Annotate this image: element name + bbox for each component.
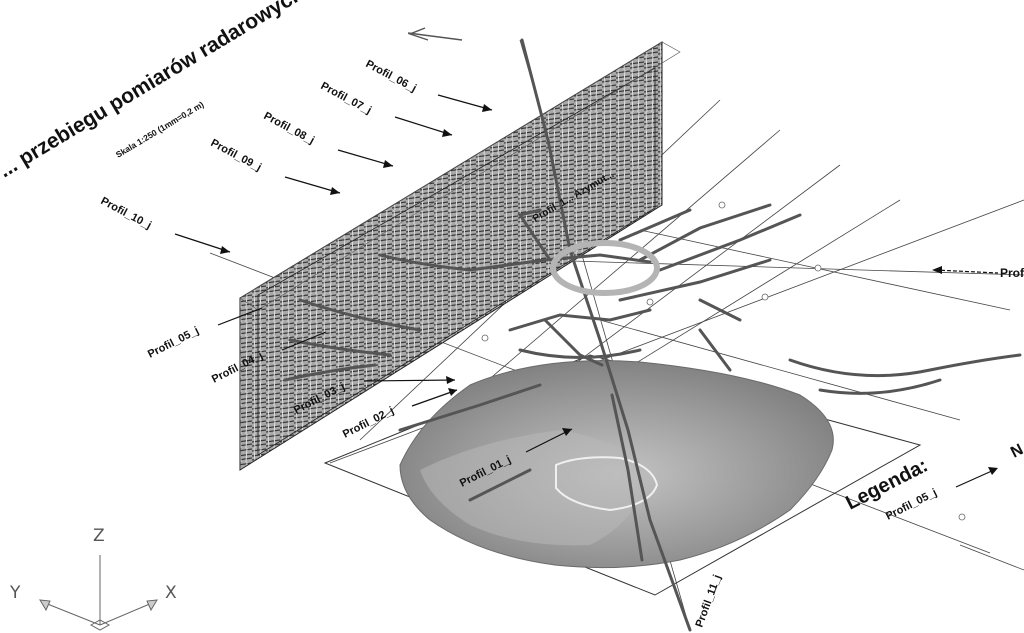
legend: Legenda: Profil_05_j N [842,441,1024,523]
svg-text:Profil_10_j: Profil_10_j [99,195,154,232]
ucs-axis-icon [39,555,158,631]
axis-x-label: X [165,583,177,603]
profile-07-label: Profil_07_j [319,80,453,137]
profile-06-label: Profil_06_j [364,58,493,112]
profile-08-label: Profil_08_j [262,110,394,168]
svg-text:Profil_02_j: Profil_02_j [341,405,396,441]
survey-markers [481,201,966,521]
svg-text:Prof: Prof [1000,266,1024,280]
profile-10-label: Profil_10_j [99,195,231,254]
surface-contour [555,456,659,512]
svg-text:Profil_06_j: Profil_06_j [364,58,419,95]
surface-dark-band [420,430,650,546]
axis-z-label: Z [93,526,105,546]
radar-traces [283,38,1022,632]
radargram-frame [257,67,656,456]
highlight-ring [550,240,660,296]
svg-text:Profil_08_j: Profil_08_j [262,110,317,147]
right-profile-label: Prof [932,266,1024,280]
profile-09-label: Profil_09_j [209,137,341,195]
radargram-back-frame [239,41,681,311]
profile-11-label: Profil_11_j [694,573,724,629]
svg-text:Profil_09_j: Profil_09_j [209,137,264,174]
axis-y-label: Y [9,583,21,603]
north-marker: N [1008,441,1024,461]
page-title: ... przebiegu pomiarów radarowych [0,0,308,182]
svg-text:Profil_05_j: Profil_05_j [146,325,201,361]
svg-text:Profil_07_j: Profil_07_j [319,80,374,117]
svg-text:Profil_11_j: Profil_11_j [694,573,724,629]
north-arrow-top [407,27,463,41]
